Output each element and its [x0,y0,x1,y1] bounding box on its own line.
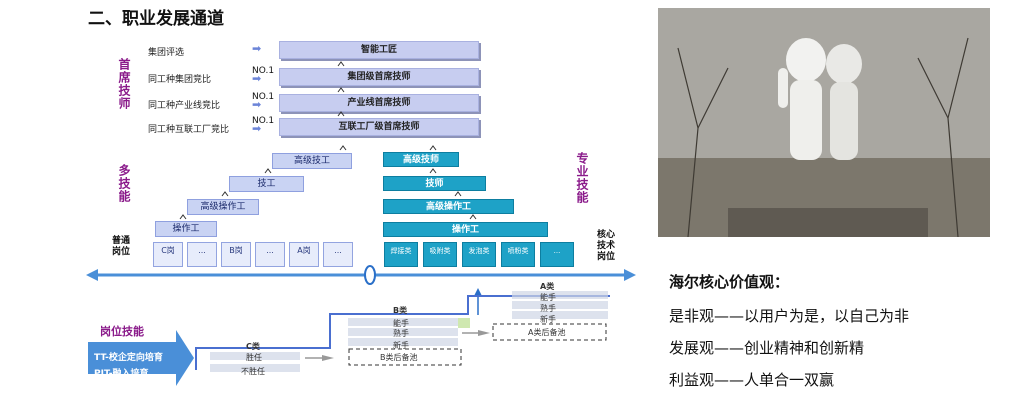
value-line: 利益观——人单合一双赢 [669,371,835,389]
a-class-item: 新手 [540,315,556,324]
a-class-item: 熟手 [540,304,556,313]
chief-bar: 产业线首席技师 [279,94,479,112]
core-box: 喷粉类 [501,242,535,267]
rank-badge: NO.1 [252,116,275,126]
core-box: 焊接类 [384,242,418,267]
pro-step: 高级技师 [383,152,459,167]
post-box: ... [323,242,353,267]
tt-training-label: TT-校企定向培育 [94,353,163,363]
pro-step: 技师 [383,176,486,191]
page-title: 二、职业发展通道 [88,9,224,29]
c-class-title: C类 [246,342,260,351]
right-arrow-icon: ➡ [252,72,262,85]
core-box: 发泡类 [462,242,496,267]
core-tech-post-label: 核心技术岗位 [597,230,616,262]
general-post-label: 普通岗位 [112,236,131,257]
b-class-item: 新手 [393,341,409,350]
b-pool-label: B类后备池 [380,353,418,362]
statue-image [658,8,990,237]
a-pool-label: A类后备池 [528,328,566,337]
multi-step: 操作工 [155,221,217,237]
chief-label: 首席技师 [117,58,131,110]
value-line: 发展观——创业精神和创新精 [669,339,865,357]
pro-step: 操作工 [383,222,548,237]
post-box: C岗 [153,242,183,267]
multi-step: 技工 [229,176,304,192]
post-box: ... [255,242,285,267]
chief-row-label: 同工种产业线竞比 [148,101,221,111]
b-class-item: 能手 [393,319,409,328]
multi-step: 高级操作工 [187,199,259,215]
right-arrow-icon: ➡ [252,98,262,111]
statue-photo [658,8,990,237]
pro-step: 高级操作工 [383,199,514,214]
core-box: 吸附类 [423,242,457,267]
chief-row-label: 同工种集团竞比 [148,75,212,85]
a-class-item: 能手 [540,293,556,302]
chief-row-label: 同工种互联工厂竞比 [148,125,230,135]
core-box: ... [540,242,574,267]
rank-badge: NO.1 [252,66,275,76]
post-box: A岗 [289,242,319,267]
chief-bar: 互联工厂级首席技师 [279,118,479,136]
multi-step: 高级技工 [272,153,352,169]
c-class-item: 不胜任 [241,367,265,376]
value-line: 是非观——以用户为是，以自己为非 [669,307,910,325]
a-class-title: A类 [540,282,555,291]
b-class-item: 熟手 [393,329,409,338]
right-arrow-icon: ➡ [252,42,262,55]
chief-bar: 智能工匠 [279,41,479,59]
multi-skill-label: 多技能 [117,164,131,203]
right-arrow-icon: ➡ [252,122,262,135]
b-class-title: B类 [393,306,408,315]
pro-skill-label: 专业技能 [575,152,589,204]
post-box: B岗 [221,242,251,267]
chief-row-label: 集团评选 [148,48,185,58]
pjt-training-label: PJT-融入培育 [94,369,149,379]
chief-bar: 集团级首席技师 [279,68,479,86]
post-box: ... [187,242,217,267]
values-title: 海尔核心价值观： [669,273,790,291]
c-class-item: 胜任 [246,353,262,362]
skill-label: 岗位技能 [100,325,144,338]
rank-badge: NO.1 [252,92,275,102]
